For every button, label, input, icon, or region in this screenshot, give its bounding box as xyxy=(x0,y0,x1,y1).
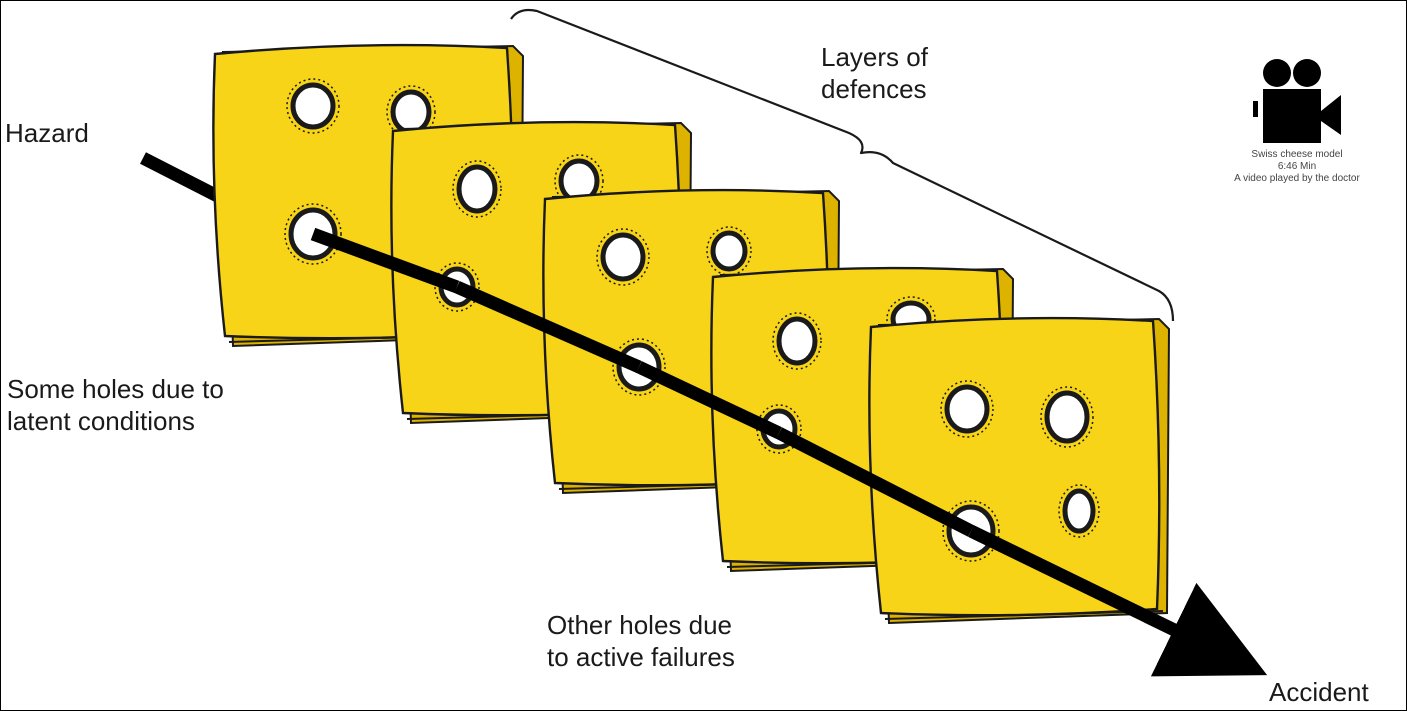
accident-label: Accident xyxy=(1269,676,1369,708)
latent-label-line-1: Some holes due to xyxy=(7,373,224,405)
active-label-line-1: Other holes due xyxy=(547,609,735,641)
layers-label-line-1: Layers of xyxy=(821,41,928,73)
video-caption: A video played by the doctor xyxy=(1197,173,1397,185)
layers-of-defences-label: Layers of defences xyxy=(821,41,928,105)
video-duration: 6:46 Min xyxy=(1197,161,1397,173)
cheese-hole xyxy=(1047,393,1087,441)
cheese-hole xyxy=(947,387,987,431)
cheese-hole xyxy=(1065,491,1093,531)
active-failures-label: Other holes due to active failures xyxy=(547,609,735,673)
video-camera-icon[interactable] xyxy=(1251,55,1343,145)
latent-conditions-label: Some holes due to latent conditions xyxy=(7,373,224,437)
cheese-slice-5 xyxy=(869,318,1169,623)
cheese-hole xyxy=(713,233,745,269)
cheese-hole xyxy=(603,235,643,279)
latent-label-line-2: latent conditions xyxy=(7,405,224,437)
video-link[interactable]: Swiss cheese model 6:46 Min A video play… xyxy=(1197,55,1397,185)
cheese-hole xyxy=(393,92,429,132)
active-label-line-2: to active failures xyxy=(547,641,735,673)
cheese-hole xyxy=(459,167,495,211)
layers-label-line-2: defences xyxy=(821,73,928,105)
cheese-hole xyxy=(293,85,333,127)
cheese-hole xyxy=(779,319,815,363)
hazard-label: Hazard xyxy=(5,117,89,149)
video-title: Swiss cheese model xyxy=(1197,149,1397,161)
